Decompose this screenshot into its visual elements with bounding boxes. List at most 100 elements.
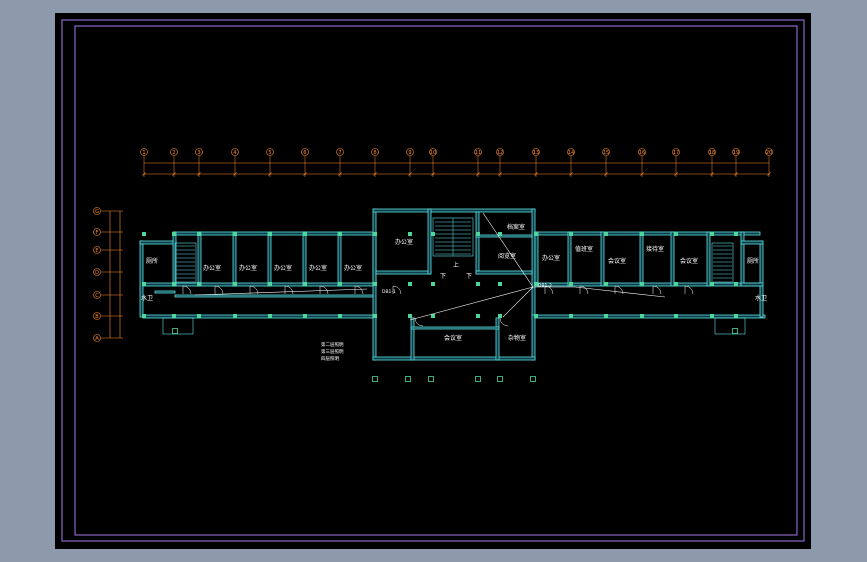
archive-south-wall bbox=[475, 234, 533, 238]
stair-label-down-1: 下 bbox=[440, 273, 446, 280]
room-label-archive: 档案室 bbox=[507, 223, 525, 231]
door-arc bbox=[684, 285, 694, 295]
column-marker bbox=[408, 232, 412, 236]
exterior-columns bbox=[162, 317, 746, 382]
column-marker bbox=[408, 314, 412, 318]
top-dim-slash bbox=[640, 172, 644, 176]
top-axis-label: 6 bbox=[303, 150, 306, 156]
exterior-column bbox=[405, 376, 411, 382]
column-marker bbox=[476, 232, 480, 236]
top-axis-label: 9 bbox=[408, 150, 411, 156]
office-partition-west bbox=[197, 231, 202, 287]
top-axis-label: 18 bbox=[709, 150, 715, 156]
column-marker bbox=[498, 282, 502, 286]
entrance-steps-west bbox=[162, 317, 194, 335]
door-arc bbox=[182, 285, 192, 295]
stair-east bbox=[711, 242, 734, 284]
room-label-office-e1: 办公室 bbox=[542, 254, 560, 262]
office-partition-east bbox=[670, 231, 675, 287]
room-label-water-east: 水卫 bbox=[755, 294, 767, 302]
top-dim-slash bbox=[604, 172, 608, 176]
top-dim-slash bbox=[734, 172, 738, 176]
doors bbox=[182, 285, 694, 327]
inner-frame bbox=[74, 25, 798, 536]
column-marker bbox=[431, 232, 435, 236]
top-axis-bubble bbox=[638, 148, 646, 156]
east-end-wall bbox=[759, 240, 764, 318]
column-marker bbox=[734, 232, 738, 236]
column-marker bbox=[734, 314, 738, 318]
column-marker bbox=[172, 282, 176, 286]
room-label-utility: 杂物室 bbox=[508, 334, 526, 342]
top-axis-label: 14 bbox=[568, 150, 574, 156]
room-label-office-w1: 办公室 bbox=[203, 264, 221, 272]
left-axis-label: A bbox=[95, 336, 99, 342]
toilet-wall-west bbox=[142, 282, 174, 287]
note-line-2: 第三层照明 bbox=[321, 348, 344, 355]
door-arc bbox=[614, 285, 624, 295]
column-marker bbox=[498, 232, 502, 236]
room-label-office-w4: 办公室 bbox=[309, 264, 327, 272]
column-marker bbox=[338, 232, 342, 236]
top-axis-label: 3 bbox=[197, 150, 200, 156]
office-partition-west bbox=[172, 231, 177, 287]
left-axis-bubble bbox=[93, 312, 101, 320]
exterior-column bbox=[530, 376, 536, 382]
room-label-reception: 接待室 bbox=[646, 245, 664, 253]
top-dim-slash bbox=[674, 172, 678, 176]
outer-frame bbox=[61, 19, 805, 542]
stair-label-down-2: 下 bbox=[466, 273, 472, 280]
column-marker bbox=[142, 282, 146, 286]
west-north-wall bbox=[139, 240, 177, 245]
column-marker bbox=[640, 282, 644, 286]
top-dim-slash bbox=[338, 172, 342, 176]
central-west-wall bbox=[372, 208, 377, 320]
room-label-bathroom-west: 厕所 bbox=[146, 257, 158, 265]
top-dim-slash bbox=[303, 172, 307, 176]
column-marker bbox=[674, 314, 678, 318]
column-marker bbox=[373, 314, 377, 318]
column-marker bbox=[604, 282, 608, 286]
door-arc bbox=[284, 285, 294, 295]
top-axis-label: 4 bbox=[233, 150, 236, 156]
left-axis-label: C bbox=[95, 293, 99, 299]
column-marker bbox=[604, 232, 608, 236]
left-axis-label: F bbox=[96, 230, 99, 236]
door-arc bbox=[214, 285, 224, 295]
office-partition-west bbox=[232, 231, 237, 287]
column-marker bbox=[268, 232, 272, 236]
toilet-wall-east bbox=[740, 282, 764, 287]
exterior-column bbox=[475, 376, 481, 382]
archive-west-wall bbox=[475, 211, 480, 275]
reading-south-wall bbox=[475, 270, 533, 275]
office-center-east-wall bbox=[427, 208, 432, 275]
top-axis-bubble bbox=[195, 148, 203, 156]
column-marker bbox=[233, 314, 237, 318]
stair-center bbox=[432, 217, 474, 257]
column-marker bbox=[569, 232, 573, 236]
east-north-wall bbox=[740, 240, 764, 245]
door-arc bbox=[249, 285, 259, 295]
left-axis-label: E bbox=[95, 248, 98, 254]
top-axis-bubble bbox=[474, 148, 482, 156]
top-dim-slash bbox=[408, 172, 412, 176]
door-arc bbox=[652, 285, 662, 295]
column-marker bbox=[431, 314, 435, 318]
central-north-wall bbox=[372, 208, 536, 213]
top-axis-bubble bbox=[567, 148, 575, 156]
column-marker bbox=[373, 232, 377, 236]
column-marker bbox=[268, 282, 272, 286]
panel-tag-2: DB1-2 bbox=[538, 283, 552, 289]
stair-west-outline bbox=[174, 242, 197, 284]
south-office-wall-west bbox=[172, 282, 374, 287]
top-axis-label: 16 bbox=[639, 150, 645, 156]
column-marker bbox=[534, 232, 538, 236]
column-marker bbox=[233, 282, 237, 286]
toilet-wall-west-2 bbox=[154, 290, 176, 294]
column-marker bbox=[674, 232, 678, 236]
office-partition-west bbox=[337, 231, 342, 287]
stair-label-up: 上 bbox=[453, 261, 459, 269]
column-marker bbox=[303, 232, 307, 236]
left-axis-label: B bbox=[95, 314, 99, 320]
